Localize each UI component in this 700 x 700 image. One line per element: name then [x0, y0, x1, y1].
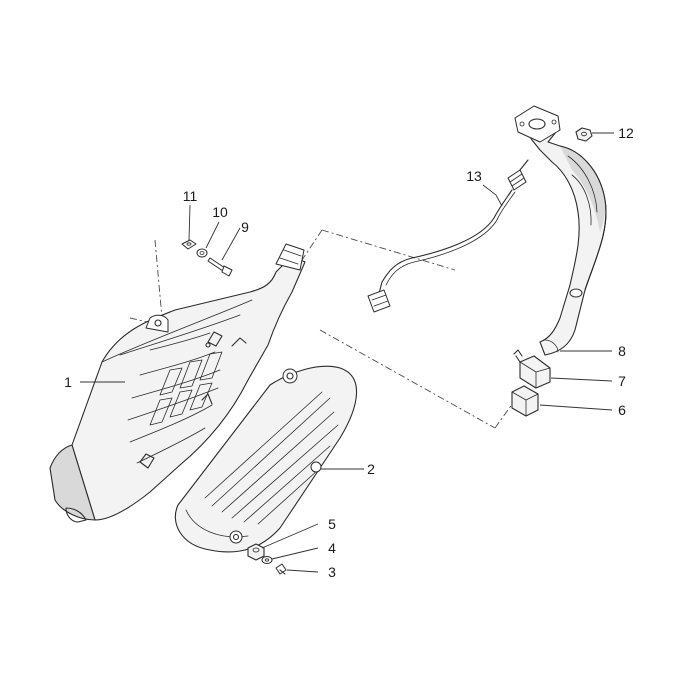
nut-12	[575, 127, 593, 142]
callout-11: 11	[183, 188, 198, 204]
fastener-screw-3	[275, 563, 287, 575]
callout-leaders	[80, 132, 614, 573]
clamp-7	[513, 349, 551, 389]
callout-4: 4	[328, 540, 336, 556]
bolt-9	[207, 257, 233, 277]
callout-9: 9	[241, 219, 249, 235]
callout-12: 12	[618, 125, 634, 141]
spacer-5	[247, 543, 265, 561]
callout-8: 8	[618, 343, 626, 359]
lock-washer-10	[196, 248, 208, 258]
callout-13: 13	[466, 168, 482, 184]
callout-2: 2	[367, 461, 375, 477]
muffler	[49, 243, 306, 523]
exhaust-pipe	[514, 105, 607, 356]
heat-shield	[174, 365, 358, 553]
gasket-6	[511, 385, 539, 417]
washer-4	[261, 556, 273, 564]
callout-6: 6	[618, 402, 626, 418]
callout-5: 5	[328, 516, 336, 532]
callout-3: 3	[328, 564, 336, 580]
callout-7: 7	[618, 373, 626, 389]
callout-labels: 1 2 3 4 5 6 7 8 9 10 11 12 13	[64, 125, 634, 580]
callout-10: 10	[212, 204, 228, 220]
callout-1: 1	[64, 374, 72, 390]
washer-11	[181, 239, 197, 250]
lambda-sensor	[367, 159, 529, 313]
